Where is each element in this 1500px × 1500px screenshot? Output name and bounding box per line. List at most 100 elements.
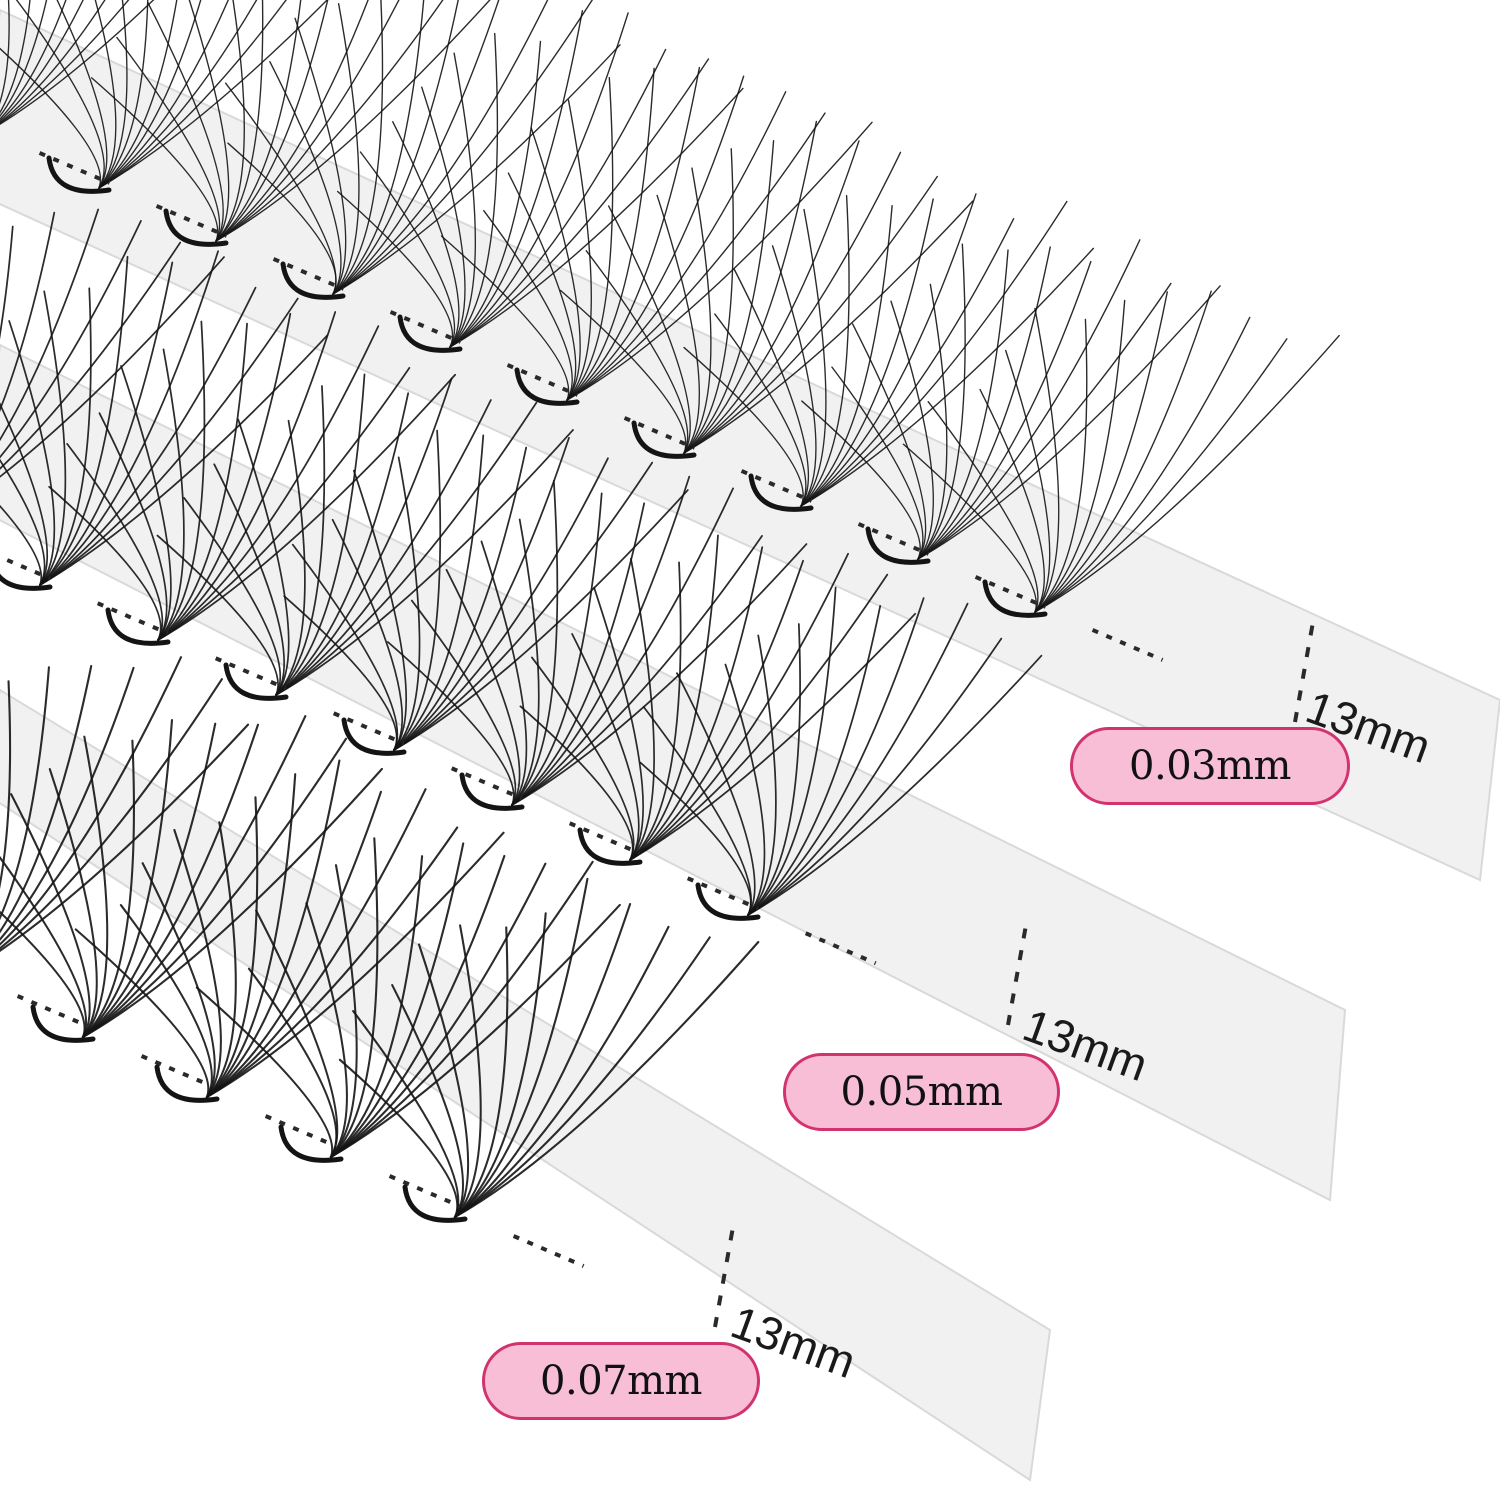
lash-fiber	[683, 346, 804, 507]
lash-fiber	[683, 148, 734, 454]
lash-fiber	[566, 76, 614, 401]
lash-fiber	[747, 654, 1043, 916]
lash-fiber	[74, 928, 210, 1099]
dash-guide	[389, 310, 462, 344]
lash-fiber	[98, 0, 287, 189]
lash-fiber	[0, 680, 12, 890]
end-marker	[713, 1226, 735, 1328]
dash-guide	[857, 522, 930, 556]
end-marker	[1006, 924, 1028, 1026]
lash-fiber	[410, 599, 517, 806]
lash-fiber	[449, 52, 476, 348]
lash-fiber	[1005, 349, 1051, 613]
dash-guide	[16, 994, 89, 1028]
lash-fiber	[0, 208, 100, 442]
lash-fiber	[1034, 334, 1340, 613]
lash-fan	[0, 250, 329, 636]
lash-fiber	[683, 200, 974, 454]
lash-fiber	[917, 283, 948, 560]
dash-guide	[96, 601, 169, 636]
lash-fiber	[275, 373, 366, 696]
lash-fiber	[607, 205, 691, 454]
lash-fiber	[215, 0, 302, 242]
lash-fiber	[642, 706, 752, 916]
dash-guide	[1091, 628, 1164, 662]
lash-fiber	[0, 0, 155, 125]
lash-fiber	[215, 0, 329, 242]
lash-fiber	[566, 75, 745, 401]
lash-fiber	[157, 325, 380, 641]
lash-fiber	[453, 903, 632, 1219]
lash-fiber	[205, 826, 459, 1099]
lash-fiber	[205, 821, 237, 1099]
lash-fiber	[0, 0, 106, 124]
lash-fiber	[195, 986, 334, 1159]
lash-fan	[224, 0, 621, 344]
lash-fiber	[393, 436, 570, 751]
lash-fiber	[275, 401, 538, 696]
lash-fiber	[800, 195, 850, 507]
lash-fiber	[10, 793, 91, 1039]
lash-fan	[48, 311, 457, 691]
lash-fiber	[1034, 290, 1212, 613]
lash-fiber	[800, 204, 893, 507]
lash-fiber	[0, 458, 46, 586]
lash-fiber	[0, 219, 142, 459]
lash-fiber	[566, 121, 873, 401]
lash-fiber	[0, 225, 14, 340]
dash-guide	[568, 821, 641, 856]
fan-base	[577, 827, 643, 866]
lash-fiber	[449, 32, 499, 348]
lash-fiber	[683, 140, 860, 454]
lash-fiber	[453, 924, 482, 1219]
lash-fiber	[445, 568, 521, 806]
lash-fan	[338, 877, 760, 1268]
lash-fan	[195, 837, 621, 1208]
lash-fiber	[747, 602, 969, 916]
lash-fiber	[157, 320, 206, 641]
lash-fiber	[0, 678, 223, 950]
lash-fiber	[213, 463, 286, 696]
dash-guide	[450, 766, 523, 801]
lash-fiber	[1034, 291, 1168, 613]
lash-fiber	[39, 287, 92, 586]
lash-fiber	[566, 66, 701, 401]
lash-fiber	[0, 47, 102, 189]
lash-fiber	[391, 984, 465, 1219]
dash-guide	[38, 151, 111, 185]
lash-fiber	[1034, 307, 1060, 613]
fan-base	[280, 261, 346, 300]
lash-fiber	[156, 534, 279, 696]
lash-fiber	[629, 612, 917, 861]
lash-fiber	[332, 0, 549, 295]
lash-fan	[387, 475, 808, 856]
lash-fiber	[530, 127, 581, 401]
lash-fiber	[393, 461, 654, 751]
lash-fiber	[183, 497, 282, 696]
lash-fiber	[0, 0, 48, 118]
dash-guide	[272, 257, 345, 291]
lash-fiber	[902, 443, 1037, 613]
dash-guide	[804, 931, 877, 966]
lash-fiber	[593, 586, 645, 861]
lash-strip-005	[0, 208, 1347, 1202]
lash-fiber	[683, 175, 939, 454]
lash-fiber	[56, 0, 108, 189]
lash-fiber	[329, 903, 621, 1159]
lash-fiber	[0, 402, 49, 586]
lash-fiber	[255, 909, 339, 1159]
lash-fiber	[453, 912, 547, 1219]
lash-fiber	[511, 487, 734, 806]
lash-fiber	[215, 0, 491, 242]
fan-base	[46, 155, 112, 194]
lash-fan	[0, 715, 383, 1088]
lash-fan	[74, 759, 505, 1148]
lash-fiber	[0, 666, 50, 921]
lash-fiber	[0, 0, 31, 114]
lash-fan	[283, 429, 689, 801]
lash-fiber	[449, 87, 744, 348]
lash-strip-007	[0, 656, 1052, 1482]
lash-fiber	[0, 656, 183, 946]
dash-guide	[214, 656, 287, 691]
lash-fiber	[120, 365, 172, 641]
